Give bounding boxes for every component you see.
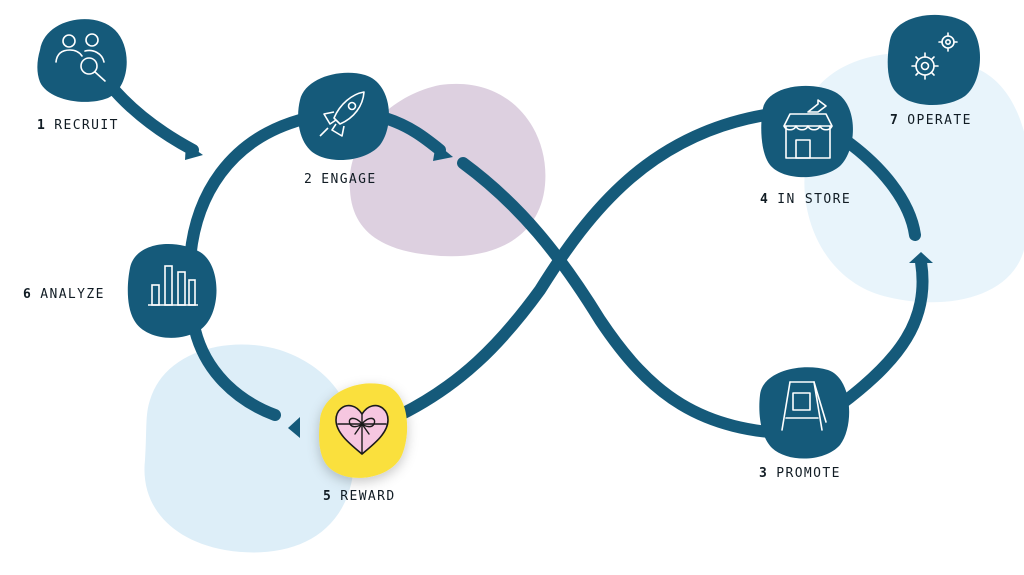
- path-operate-arc: [839, 134, 921, 241]
- path-figure-eight-b: [394, 109, 771, 421]
- arrowhead-recruit: [185, 143, 203, 160]
- rocket-icon: [319, 91, 365, 137]
- step-node-reward[interactable]: [319, 383, 408, 478]
- flow-paths: [104, 79, 929, 440]
- path-recruit-to-engage: [104, 79, 199, 156]
- step-number: 2: [304, 172, 314, 187]
- arrowheads: [185, 143, 933, 438]
- path-analyze-to-reward: [189, 324, 281, 421]
- step-label-recruit: 1 RECRUIT: [37, 118, 119, 134]
- step-number: 6: [23, 287, 33, 302]
- step-label-reward: 5 REWARD: [323, 489, 396, 505]
- step-label-engage: 2 ENGAGE: [304, 172, 377, 188]
- step-title: ENGAGE: [321, 172, 377, 187]
- step-title: OPERATE: [907, 113, 972, 128]
- step-node-in-store[interactable]: [761, 85, 853, 178]
- gift-heart-icon: [335, 404, 389, 455]
- people-search-icon: [55, 33, 106, 82]
- step-number: 3: [759, 466, 769, 481]
- step-number: 5: [323, 489, 333, 504]
- path-figure-eight-a: [457, 157, 806, 440]
- step-number: 1: [37, 118, 47, 133]
- step-node-operate[interactable]: [887, 14, 980, 106]
- bar-chart-icon: [148, 265, 198, 306]
- arrowhead-engage: [433, 143, 453, 161]
- step-node-promote[interactable]: [759, 367, 850, 459]
- path-engage-loop-left: [184, 114, 306, 266]
- sandwich-board-icon: [781, 381, 827, 431]
- step-number: 4: [760, 192, 770, 207]
- arrowhead-instore: [909, 252, 933, 263]
- arrowhead-reward: [288, 417, 300, 438]
- storefront-icon: [783, 99, 833, 159]
- lightblue-blob-right: [804, 52, 1024, 303]
- step-title: ANALYZE: [40, 287, 105, 302]
- path-promote-to-instore: [834, 256, 929, 411]
- step-title: IN STORE: [777, 192, 852, 207]
- lightblue-blob-left: [144, 344, 356, 553]
- step-node-recruit[interactable]: [37, 19, 127, 102]
- step-node-engage[interactable]: [298, 72, 389, 161]
- gears-icon: [911, 32, 958, 80]
- step-label-analyze: 6 ANALYZE: [23, 287, 105, 303]
- step-label-operate: 7 OPERATE: [890, 113, 972, 129]
- step-title: REWARD: [340, 489, 396, 504]
- step-label-in-store: 4 IN STORE: [760, 192, 851, 208]
- step-node-analyze[interactable]: [127, 244, 217, 338]
- step-label-promote: 3 PROMOTE: [759, 466, 841, 482]
- step-title: RECRUIT: [54, 118, 119, 133]
- step-title: PROMOTE: [776, 466, 841, 481]
- step-number: 7: [890, 113, 900, 128]
